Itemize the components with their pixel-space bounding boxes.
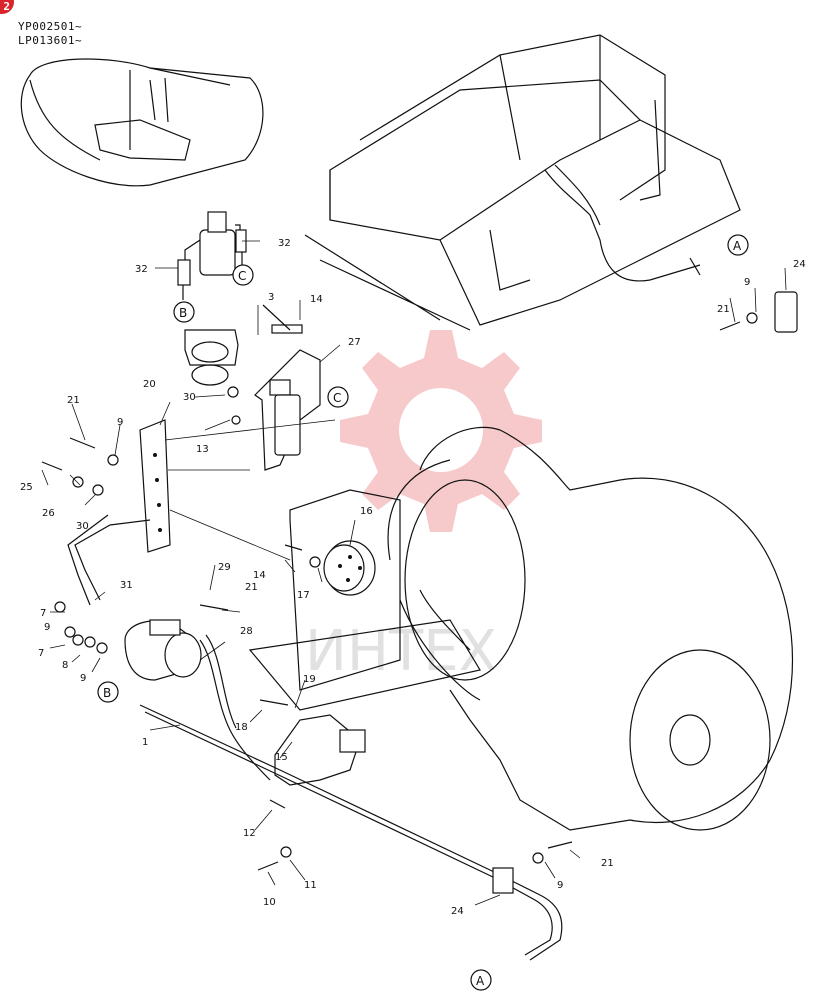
label-27: 27 [348,337,361,348]
label-31: 31 [120,580,133,591]
callout-b-top: B [173,301,195,323]
label-14b: 14 [253,570,266,581]
label-32b: 32 [135,264,148,275]
callout-c-top: C [232,264,254,286]
label-12: 12 [243,828,256,839]
label-9c: 9 [80,673,86,684]
label-15: 15 [275,752,288,763]
engine-body [248,426,794,831]
label-20: 20 [143,379,156,390]
label-9a: 9 [117,417,123,428]
callout-c-top-label: C [238,269,246,283]
serial-number-2: LP013601~ [18,34,83,47]
label-7a: 7 [40,608,46,619]
label-30a: 30 [183,392,196,403]
label-19: 19 [303,674,316,685]
callout-a-top: A [727,234,749,256]
label-25: 25 [20,482,33,493]
engine-frame-top [304,34,741,331]
label-21a: 21 [67,395,80,406]
label-7b: 7 [38,648,44,659]
callout-b-pipe: B [97,681,119,703]
label-21d: 21 [601,858,614,869]
serial-number-1: YP002501~ [18,20,83,33]
bracket-15 [274,714,366,786]
bolts [41,291,798,871]
leader-lines [41,240,787,906]
label-26: 26 [42,508,55,519]
watermark-text: ИНТЕХ [305,619,497,684]
callout-c-mid-label: C [333,391,341,405]
callout-b-top-label: B [179,306,187,320]
pulley-16 [323,540,376,596]
label-10: 10 [263,897,276,908]
label-8: 8 [62,660,68,671]
label-29: 29 [218,562,231,573]
fuel-pipe-1 [139,704,563,961]
label-18: 18 [235,722,248,733]
label-11: 11 [304,880,317,891]
label-1: 1 [142,737,148,748]
callout-a-bottom: A [470,969,492,991]
callout-b-pipe-label: B [103,686,111,700]
plate-20 [139,419,336,561]
label-21c: 21 [245,582,258,593]
label-14a: 14 [310,294,323,305]
label-28: 28 [240,626,253,637]
label-13: 13 [196,444,209,455]
fuel-pump [67,514,271,781]
label-9e: 9 [557,880,563,891]
label-32a: 32 [278,238,291,249]
label-21b: 21 [717,304,730,315]
bracket-27 [184,324,321,471]
label-17: 17 [297,590,310,601]
label-3: 3 [268,292,274,303]
label-9b: 9 [44,622,50,633]
callout-a-bottom-label: A [476,974,485,988]
label-30b: 30 [76,521,89,532]
part-labels: 1 3 7 7 8 9 9 9 9 9 10 11 12 13 14 14 15… [20,238,806,917]
label-9d: 9 [744,277,750,288]
label-16: 16 [360,506,373,517]
label-24a: 24 [793,259,806,270]
fuel-filter-group [177,211,247,300]
label-24b: 24 [451,906,464,917]
watermark-logo: ИНТЕХ [305,330,542,684]
machine-thumbnail [20,58,264,187]
callout-c-mid: C [327,386,349,408]
callout-a-top-label: A [733,239,742,253]
